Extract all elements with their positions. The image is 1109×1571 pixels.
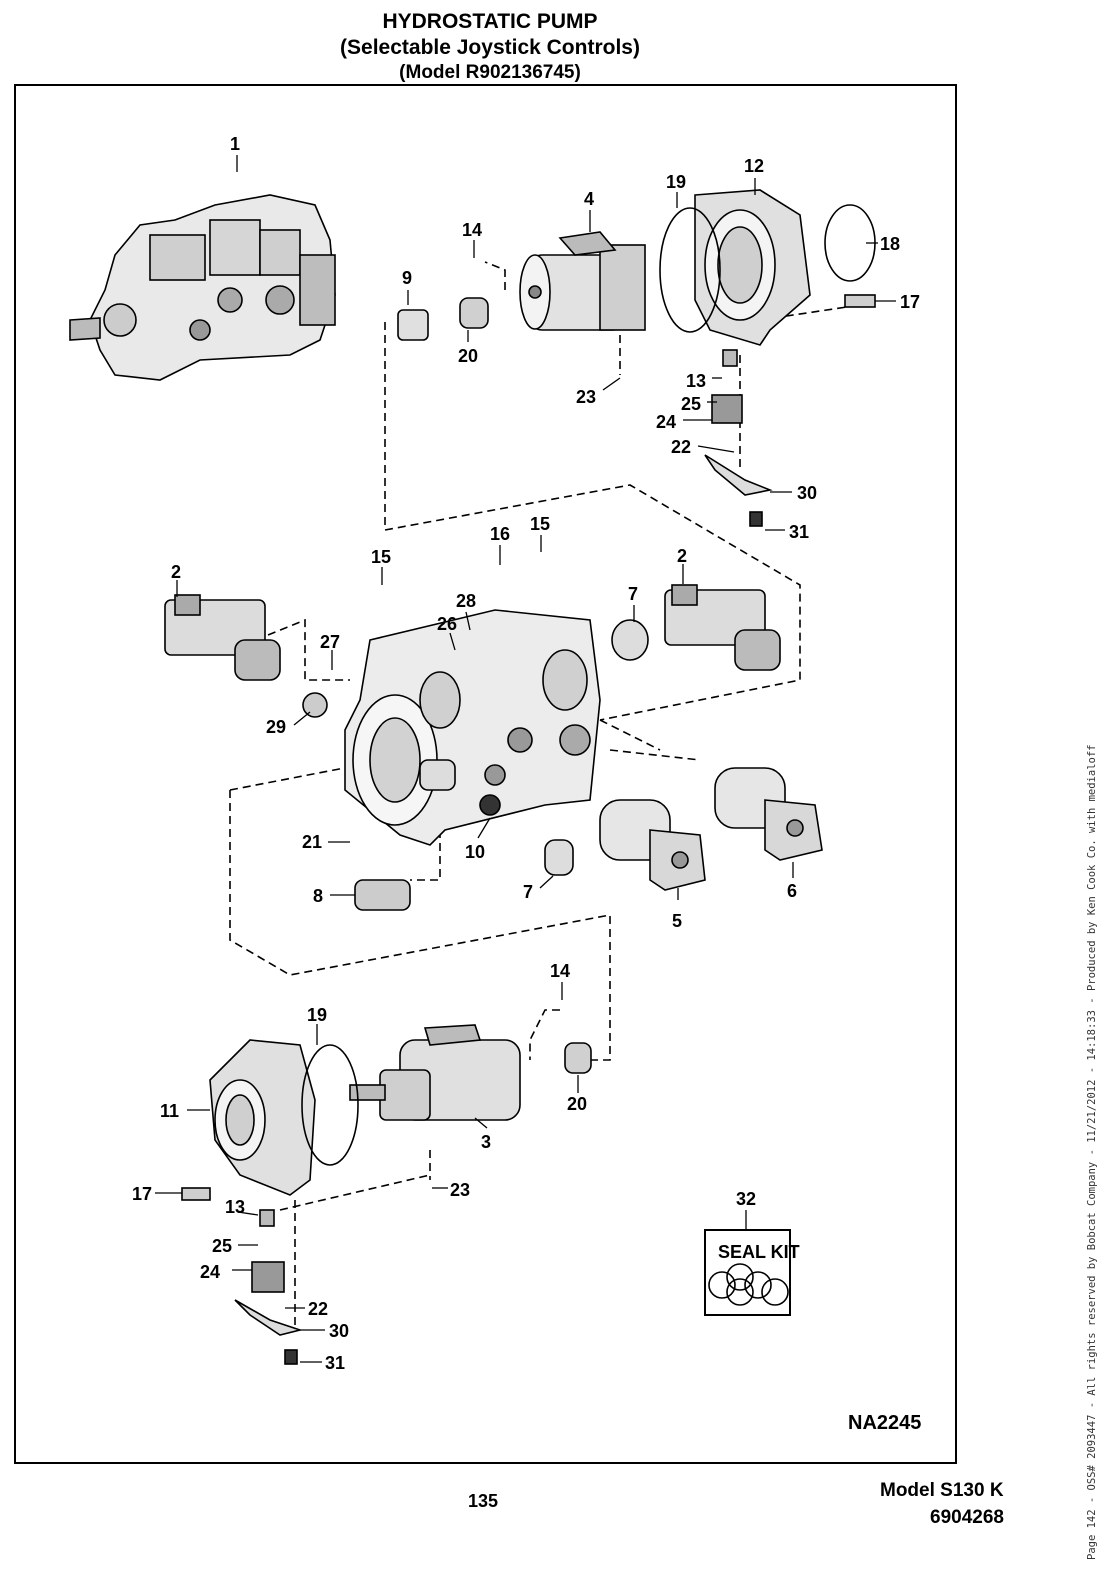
callout-31-bottom: 31 (325, 1353, 345, 1373)
callout-5: 5 (672, 911, 682, 931)
callout-24-bottom: 24 (200, 1262, 220, 1282)
callout-28: 28 (456, 591, 476, 611)
valve-group-bottom (234, 1209, 303, 1365)
copyright-sidebar: Page 142 - OSS# 2093447 - All rights res… (1086, 744, 1098, 1560)
callout-1: 1 (230, 134, 240, 154)
callout-2-right: 2 (677, 546, 687, 566)
callout-20-bottom: 20 (567, 1094, 587, 1114)
callout-9: 9 (402, 268, 412, 288)
callout-27: 27 (320, 632, 340, 652)
page-title: HYDROSTATIC PUMP (382, 10, 598, 33)
callout-13-bottom: 13 (225, 1197, 245, 1217)
callout-11: 11 (160, 1101, 179, 1121)
callout-15-right: 15 (530, 514, 550, 534)
callout-2-left: 2 (171, 562, 181, 582)
page-number: 135 (468, 1491, 499, 1511)
callout-17-bottom: 17 (132, 1184, 152, 1204)
housing-cover-part-12 (694, 189, 811, 346)
callout-24-top: 24 (656, 412, 676, 432)
model-label: Model S130 K (880, 1480, 1004, 1501)
callout-6: 6 (787, 881, 797, 901)
bearing-part-20-bottom (564, 1042, 592, 1074)
callout-22-top: 22 (671, 437, 691, 457)
bearing-part-20-top (459, 297, 489, 329)
servo-cylinder-part-6 (714, 767, 823, 861)
callout-26: 26 (437, 614, 457, 634)
callout-31-top: 31 (789, 522, 809, 542)
callout-23-top: 23 (576, 387, 596, 407)
housing-part-11 (209, 1039, 316, 1196)
control-valve-part-2-left (164, 594, 281, 681)
callout-7-top: 7 (628, 584, 638, 604)
callout-13-top: 13 (686, 371, 706, 391)
callout-32: 32 (736, 1189, 756, 1209)
callout-7-bottom: 7 (523, 882, 533, 902)
callout-30-bottom: 30 (329, 1321, 349, 1341)
callout-3: 3 (481, 1132, 491, 1152)
diagram-frame (14, 84, 957, 1464)
figure-code: NA2245 (848, 1412, 922, 1434)
doc-number: 6904268 (930, 1507, 1004, 1528)
o-ring-part-19-bottom (301, 1044, 359, 1166)
page-subtitle: (Selectable Joystick Controls) (340, 36, 640, 59)
callout-30-top: 30 (797, 483, 817, 503)
callout-21: 21 (302, 832, 322, 852)
servo-cylinder-part-5 (599, 799, 706, 891)
seal-kit-label: SEAL KIT (718, 1242, 800, 1262)
callout-17-top: 17 (900, 292, 920, 312)
rotating-group-part-4 (519, 231, 646, 331)
callout-8: 8 (313, 886, 323, 906)
callout-19-bottom: 19 (307, 1005, 327, 1025)
callout-25-bottom: 25 (212, 1236, 232, 1256)
callout-20-top: 20 (458, 346, 478, 366)
callout-12: 12 (744, 156, 764, 176)
callout-19-top: 19 (666, 172, 686, 192)
callout-14-bottom: 14 (550, 961, 570, 981)
bolt-part-17-bottom (181, 1187, 211, 1201)
seal-kit-part-32 (704, 1229, 791, 1316)
plug-part-29 (302, 692, 328, 718)
rotating-group-part-3 (349, 1024, 521, 1121)
callout-18: 18 (880, 234, 900, 254)
pump-body-housing (344, 609, 601, 846)
plug-part-8 (354, 879, 411, 911)
pump-assembly-part-1 (69, 194, 336, 381)
model-line: (Model R902136745) (399, 62, 581, 83)
callout-numbers: 1 4 19 12 18 17 14 9 20 23 13 25 24 22 3… (132, 134, 920, 1373)
control-valve-part-2-right (664, 584, 781, 671)
bearing-part-9 (397, 309, 429, 341)
callout-23-bottom: 23 (450, 1180, 470, 1200)
callout-10: 10 (465, 842, 485, 862)
callout-4: 4 (584, 189, 594, 209)
fitting-part-7-bottom (544, 839, 574, 876)
callout-22-bottom: 22 (308, 1299, 328, 1319)
callout-14-top: 14 (462, 220, 482, 240)
bolt-part-17-top (844, 294, 876, 308)
fitting-part-7-top (611, 619, 649, 661)
callout-16: 16 (490, 524, 510, 544)
callout-25-top: 25 (681, 394, 701, 414)
callout-29: 29 (266, 717, 286, 737)
callout-15-left: 15 (371, 547, 391, 567)
o-ring-part-19-top (659, 207, 721, 333)
valve-group-top (704, 349, 773, 527)
leader-lines (155, 155, 896, 1363)
